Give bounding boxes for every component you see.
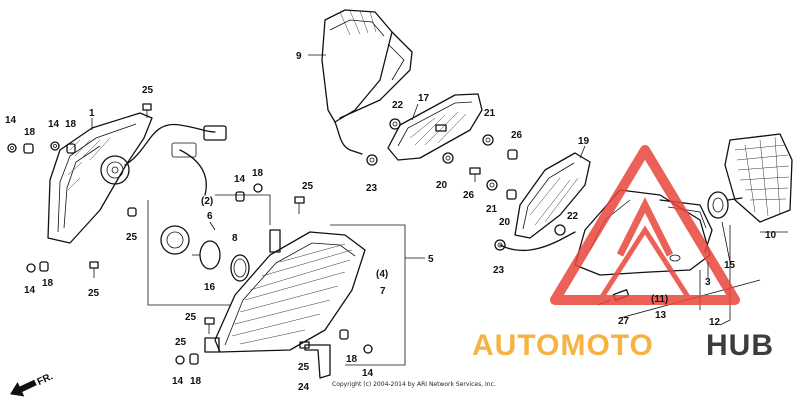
label-26-b: 26 <box>463 190 475 201</box>
label-22-a: 22 <box>392 100 404 111</box>
label-8: 8 <box>232 233 238 244</box>
left-indicator-wire <box>124 123 227 196</box>
label-20-b: 20 <box>499 217 511 228</box>
part-labels: 9 25 1 14 18 14 18 22 17 21 26 19 23 20 … <box>5 51 777 393</box>
label-3: 3 <box>705 277 711 288</box>
label-21-b: 21 <box>486 204 498 215</box>
mid-fasteners <box>175 183 373 379</box>
label-14-a: 14 <box>5 115 17 126</box>
label-13: 13 <box>655 310 667 321</box>
front-indicator-label: FR. <box>36 371 55 388</box>
label-24: 24 <box>298 382 310 393</box>
label-25-e: 25 <box>185 312 197 323</box>
label-25-f: 25 <box>175 337 187 348</box>
label-14-f: 14 <box>362 368 374 379</box>
label-12: 12 <box>709 317 721 328</box>
label-16: 16 <box>204 282 216 293</box>
label-14-e: 14 <box>172 376 184 387</box>
watermark: AUTOMOTO HUB <box>472 145 774 362</box>
watermark-triangle <box>550 145 740 305</box>
label-10: 10 <box>765 230 777 241</box>
label-23-a: 23 <box>366 183 378 194</box>
label-25-a: 25 <box>142 85 154 96</box>
left-group-bracket <box>147 194 406 366</box>
label-25-b: 25 <box>302 181 314 192</box>
label-6: 6 <box>207 211 213 222</box>
arrow-icon <box>10 379 37 397</box>
label-19: 19 <box>578 136 590 147</box>
front-direction-arrow: FR. <box>10 371 55 397</box>
right-bulb-and-lens <box>597 133 793 306</box>
label-18-e: 18 <box>190 376 202 387</box>
label-5: 5 <box>428 254 434 265</box>
label-18-c: 18 <box>252 168 264 179</box>
label-18-d: 18 <box>42 278 54 289</box>
leader-lines <box>91 54 788 278</box>
label-15: 15 <box>724 260 736 271</box>
label-25-g: 25 <box>298 362 310 373</box>
left-fasteners <box>7 103 152 278</box>
label-7: 7 <box>380 286 386 297</box>
label-23-b: 23 <box>493 265 505 276</box>
left-indicator-housing <box>47 112 153 244</box>
label-11: (11) <box>651 294 668 305</box>
watermark-text-b: HUB <box>706 329 774 362</box>
label-18-a: 18 <box>24 127 36 138</box>
label-14-d: 14 <box>24 285 36 296</box>
label-21-a: 21 <box>484 108 496 119</box>
watermark-text-a: AUTOMOTO <box>472 329 654 362</box>
rear-fasteners <box>366 118 518 200</box>
label-25-c: 25 <box>126 232 138 243</box>
left-bulb-socket <box>160 225 250 282</box>
right-lens-19 <box>514 152 591 239</box>
right-wire <box>494 224 576 252</box>
label-1: 1 <box>89 108 95 119</box>
label-27: 27 <box>618 316 630 327</box>
rear-lens-17 <box>387 93 483 161</box>
label-18-f: 18 <box>346 354 358 365</box>
label-26-a: 26 <box>511 130 523 141</box>
left-lens <box>204 229 366 353</box>
copyright-text: Copyright (c) 2004-2014 by ARI Network S… <box>332 381 496 388</box>
label-9: 9 <box>296 51 302 62</box>
label-17: 17 <box>418 93 430 104</box>
label-18-b: 18 <box>65 119 77 130</box>
label-25-d: 25 <box>88 288 100 299</box>
label-22-b: 22 <box>567 211 579 222</box>
label-4: (4) <box>376 269 388 280</box>
label-2: (2) <box>201 196 213 207</box>
label-20-a: 20 <box>436 180 448 191</box>
label-14-b: 14 <box>48 119 60 130</box>
rear-housing-9 <box>321 9 413 155</box>
label-14-c: 14 <box>234 174 246 185</box>
